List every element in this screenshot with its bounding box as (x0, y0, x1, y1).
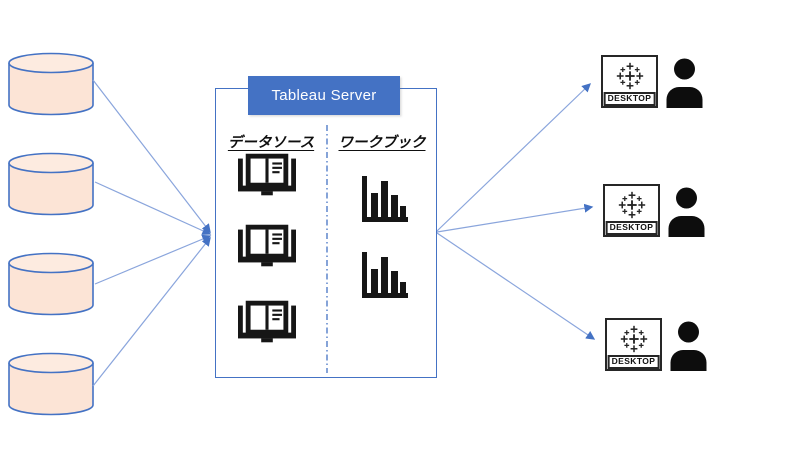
client-group: DESKTOP (605, 318, 709, 371)
workbook-column-label: ワークブック (338, 135, 426, 151)
tableau-server-title: Tableau Server (248, 76, 400, 115)
tableau-desktop-icon: DESKTOP (605, 318, 662, 371)
datasource-column-label: データソース (227, 135, 315, 151)
database-cylinder-icon (8, 352, 94, 416)
bar-chart-icon (362, 252, 408, 298)
database-cylinder-icon (8, 252, 94, 316)
database-cylinder-icon (8, 152, 94, 216)
client-group: DESKTOP (601, 55, 705, 108)
tableau-logo-icon (613, 59, 647, 93)
user-icon (666, 187, 707, 237)
bar-chart-icon (362, 176, 408, 222)
open-book-icon (238, 300, 296, 344)
tableau-logo-icon (615, 188, 649, 222)
tableau-logo-icon (617, 322, 651, 356)
desktop-label: DESKTOP (607, 355, 660, 369)
tableau-desktop-icon: DESKTOP (601, 55, 658, 108)
client-group: DESKTOP (603, 184, 707, 237)
open-book-icon (238, 224, 296, 268)
desktop-label: DESKTOP (605, 221, 658, 235)
user-icon (664, 58, 705, 108)
open-book-icon (238, 153, 296, 197)
desktop-label: DESKTOP (603, 92, 656, 106)
tableau-desktop-icon: DESKTOP (603, 184, 660, 237)
user-icon (668, 321, 709, 371)
database-cylinder-icon (8, 52, 94, 116)
